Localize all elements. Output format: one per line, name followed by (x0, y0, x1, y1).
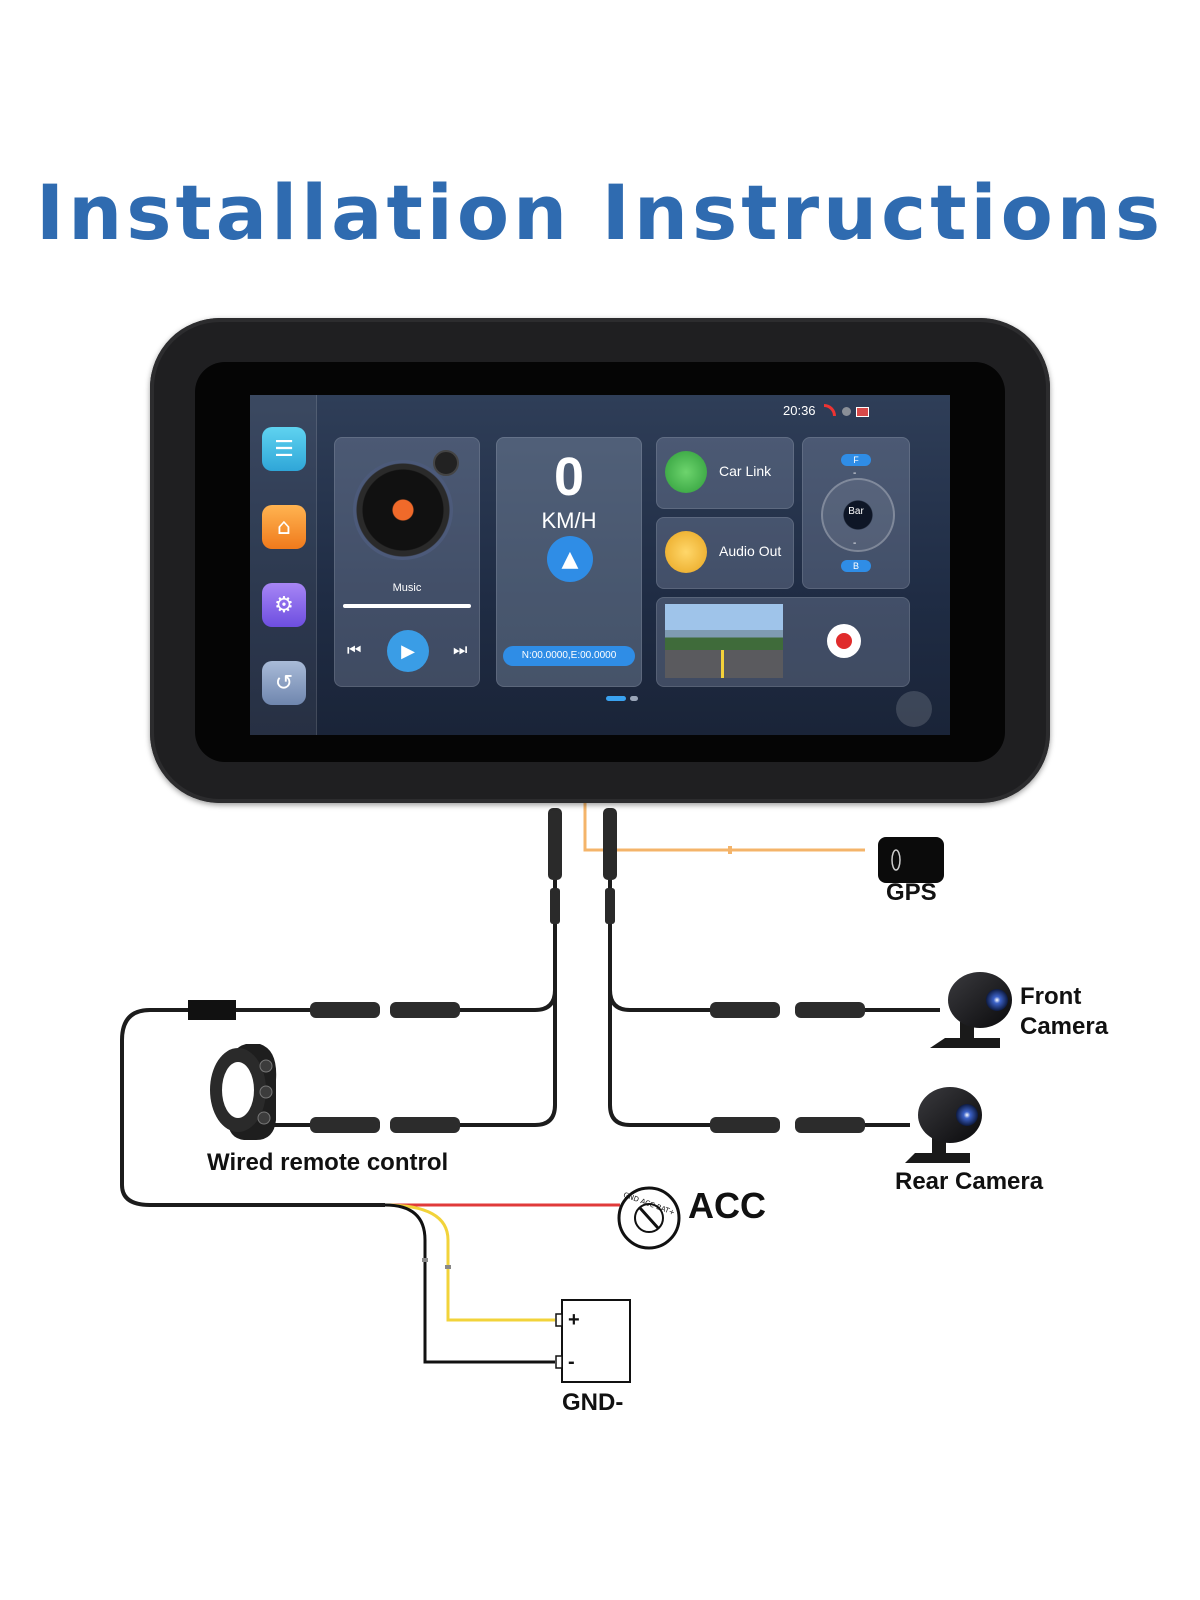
acc-label: ACC (688, 1185, 766, 1226)
page-indicator-active (606, 696, 626, 701)
front-camera-label-line1: Front (1020, 983, 1082, 1010)
record-button[interactable] (827, 624, 861, 658)
sidebar: ☰ ⌂ ⚙ ↺ (250, 395, 317, 735)
speed-card[interactable]: 0 KM/H ▲ N:00.0000,E:00.0000 (496, 437, 642, 687)
connector (548, 808, 562, 880)
settings-button[interactable]: ⚙ (262, 583, 306, 627)
tire-dash-top: - (853, 468, 857, 479)
car-link-icon (665, 451, 707, 493)
connector (710, 1117, 780, 1133)
wired-remote-label: Wired remote control (207, 1149, 449, 1176)
battery-wire (384, 1203, 555, 1322)
battery-terminal-plus (555, 1313, 563, 1327)
tire-gauge-icon (821, 478, 895, 552)
car-link-card[interactable]: Car Link (656, 437, 794, 509)
connector (795, 1002, 865, 1018)
tire-pressure-card[interactable]: F - Bar - B (802, 437, 910, 589)
home-button[interactable]: ⌂ (262, 505, 306, 549)
menu-button[interactable]: ☰ (262, 427, 306, 471)
page-indicator-inactive (630, 696, 638, 701)
menu-icon: ☰ (274, 436, 294, 462)
right-lower-cable (608, 990, 710, 1127)
connector (390, 1002, 460, 1018)
acc-key-slot (638, 1206, 660, 1230)
tire-dash-bottom: - (853, 538, 857, 549)
dashcam-card[interactable] (656, 597, 910, 687)
music-card[interactable]: Music ⏮ ▶ ⏭ (334, 437, 480, 687)
battery-minus-label: - (568, 1351, 575, 1373)
wire-tab (445, 1265, 451, 1269)
gps-module (878, 837, 944, 883)
connector (390, 1117, 460, 1133)
speed-unit: KM/H (541, 508, 597, 533)
next-track-button[interactable]: ⏭ (453, 640, 467, 660)
status-dot-icon (842, 407, 851, 416)
assistant-button[interactable] (896, 691, 932, 727)
connector (550, 888, 560, 924)
status-card-icon (856, 407, 869, 417)
tire-center-label: Bar (848, 506, 864, 517)
page-title: Installation Instructions (35, 168, 1165, 257)
wire-tab (422, 1258, 428, 1262)
back-button[interactable]: ↺ (262, 661, 306, 705)
home-icon: ⌂ (277, 514, 291, 540)
rear-camera-icon (905, 1087, 982, 1163)
front-camera-label-line2: Camera (1020, 1013, 1109, 1040)
battery-plus-label: + (568, 1309, 580, 1331)
audio-out-card[interactable]: Audio Out (656, 517, 794, 589)
vinyl-record-icon (353, 460, 453, 560)
connector (710, 1002, 780, 1018)
power-cable (120, 1008, 385, 1207)
tire-back-badge: B (841, 560, 871, 572)
audio-out-label: Audio Out (719, 543, 782, 559)
dashcam-preview-image (665, 604, 783, 678)
connector (310, 1117, 380, 1133)
audio-out-icon (665, 531, 707, 573)
coordinates-badge: N:00.0000,E:00.0000 (503, 646, 635, 666)
left-lower-cable (460, 990, 557, 1127)
car-link-label: Car Link (719, 463, 772, 479)
tonearm-icon (433, 450, 459, 476)
connector (603, 808, 617, 880)
fuse-holder (188, 1000, 236, 1020)
right-main-cable (608, 810, 710, 1012)
gear-icon: ⚙ (274, 592, 294, 618)
ground-wire (384, 1203, 555, 1364)
road-line (721, 650, 724, 678)
front-camera-icon (930, 972, 1012, 1048)
connector (605, 888, 615, 924)
rear-camera-label: Rear Camera (895, 1168, 1044, 1195)
music-label: Music (392, 582, 422, 594)
battery-box (561, 1299, 631, 1383)
skip-back-icon: ⏮ (347, 640, 362, 659)
gnd-label: GND- (562, 1389, 624, 1416)
status-time: 20:36 (783, 403, 816, 418)
play-button[interactable]: ▶ (387, 630, 429, 672)
gps-module-mark (891, 849, 901, 871)
left-main-cable (460, 810, 557, 1012)
wired-remote-icon (210, 1044, 277, 1140)
device-screen: ☰ ⌂ ⚙ ↺ 20:36 Music ⏮ ▶ ⏭ 0 KM/H ▲ N:00.… (250, 395, 950, 735)
connector (795, 1117, 865, 1133)
gps-wire-tab (728, 846, 732, 854)
battery-terminal-minus (555, 1355, 563, 1369)
back-icon: ↺ (274, 670, 294, 696)
speed-value: 0 (553, 447, 585, 507)
skip-forward-icon: ⏭ (453, 640, 468, 659)
connector (310, 1002, 380, 1018)
tire-front-badge: F (841, 454, 871, 466)
play-icon: ▶ (401, 640, 415, 662)
signal-icon (824, 404, 836, 416)
prev-track-button[interactable]: ⏮ (347, 640, 361, 660)
music-progress-bar (343, 604, 471, 608)
gps-wire (583, 800, 865, 852)
gps-label: GPS (886, 879, 937, 906)
navigation-arrow-icon: ▲ (547, 536, 593, 582)
record-icon (836, 633, 852, 649)
